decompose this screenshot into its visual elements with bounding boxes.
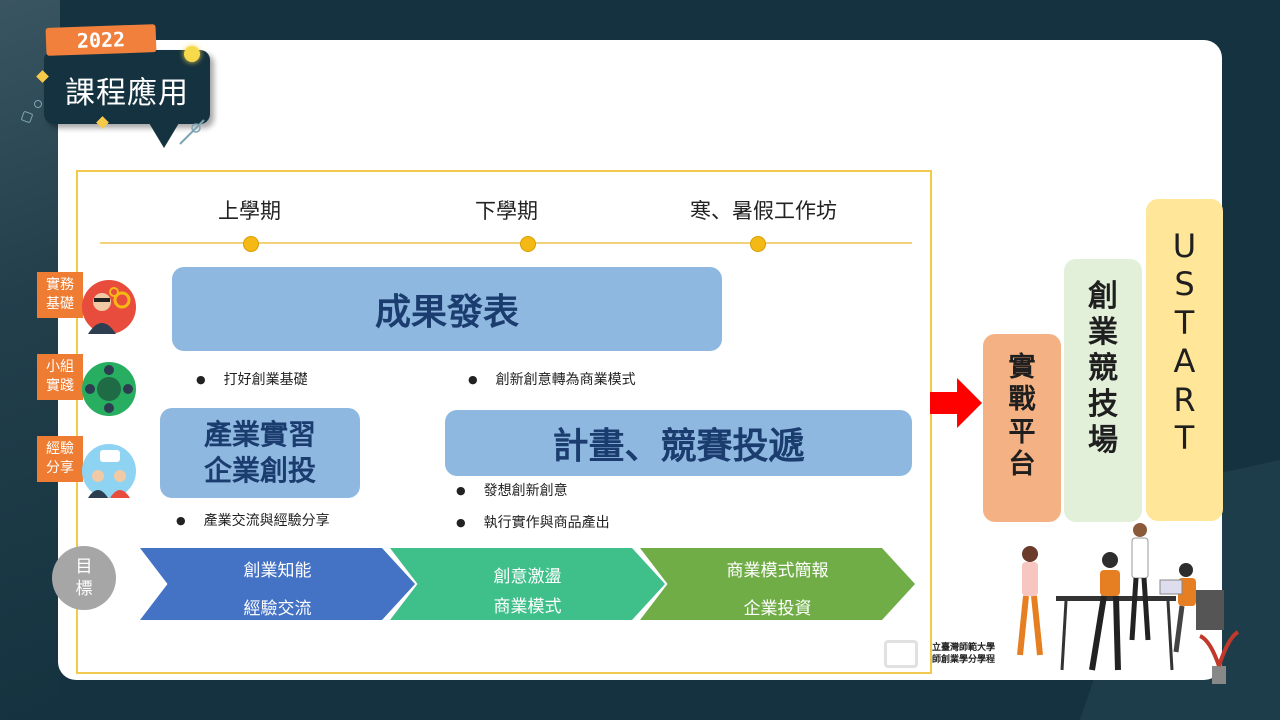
- column-char: 競: [1088, 351, 1118, 386]
- bullet-exchange: 產業交流與經驗分享: [176, 510, 330, 530]
- timeline-dot: [243, 236, 259, 252]
- side-tag-line: 經驗: [46, 441, 74, 457]
- university-logo-icon: [884, 640, 918, 668]
- side-tag-share: 經驗 分享: [37, 436, 83, 482]
- column-char: 業: [1088, 315, 1118, 350]
- university-logo-text: 立臺灣師範大學 師創業學分學程: [932, 642, 995, 666]
- side-tag-line: 基礎: [46, 296, 74, 312]
- column-char: 實: [1008, 352, 1036, 383]
- side-tag-line: 分享: [46, 460, 74, 476]
- content-frame: [76, 170, 932, 674]
- column-char: U: [1172, 227, 1197, 265]
- chevron-line: 創業知能: [243, 561, 312, 581]
- column-char: S: [1174, 265, 1195, 304]
- column-char: 平: [1008, 416, 1036, 448]
- column-char: 技: [1088, 387, 1118, 422]
- people-chat-icon: [82, 444, 136, 498]
- bullet-implementation: 執行實作與商品產出: [456, 512, 610, 532]
- results-box: 成果發表: [172, 267, 722, 351]
- person-gear-icon: [82, 280, 136, 334]
- circle-icon: [34, 100, 42, 108]
- column-arena: 創 業 競 技 場: [1064, 259, 1142, 522]
- chevron-knowledge: 創業知能 經驗交流: [140, 548, 415, 620]
- side-tag-line: 實踐: [46, 378, 74, 394]
- goal-circle: 目 標: [52, 546, 116, 610]
- badge-tail: [146, 118, 182, 148]
- year-ribbon: 2022: [45, 24, 157, 56]
- goal-line: 目: [75, 557, 93, 577]
- side-tag-group: 小組 實踐: [37, 354, 83, 400]
- timeline-line: [100, 242, 912, 244]
- lightbulb-icon: [184, 46, 200, 62]
- team-meeting-icon: [82, 362, 136, 416]
- column-char: A: [1173, 342, 1196, 381]
- internship-box: 產業實習 企業創投: [160, 408, 360, 498]
- timeline-label-semester2: 下學期: [475, 199, 538, 223]
- plan-box: 計畫、競賽投遞: [445, 410, 912, 476]
- column-char: 台: [1008, 449, 1036, 481]
- page-title: 課程應用: [65, 76, 189, 111]
- column-practice-platform: 實 戰 平 台: [983, 334, 1061, 522]
- chevron-line: 經驗交流: [243, 599, 312, 619]
- chevron-ideas: 創意激盪 商業模式: [390, 548, 665, 620]
- venture-label: 企業創投: [203, 454, 316, 487]
- column-ustart: U S T A R T: [1146, 199, 1223, 521]
- pen-icon: [179, 119, 205, 145]
- chevron-line: 商業模式: [493, 597, 562, 617]
- results-label: 成果發表: [374, 292, 519, 333]
- column-char: T: [1174, 418, 1195, 457]
- chevron-line: 企業投資: [743, 599, 812, 619]
- column-char: 創: [1088, 279, 1118, 314]
- side-tag-line: 實務: [46, 277, 74, 293]
- chevron-line: 創意激盪: [493, 567, 562, 587]
- side-tag-line: 小組: [46, 359, 74, 375]
- timeline-label-workshop: 寒、暑假工作坊: [690, 199, 837, 223]
- bullet-foundation: 打好創業基礎: [196, 369, 308, 389]
- column-char: R: [1173, 380, 1196, 419]
- chevron-pitch: 商業模式簡報 企業投資: [640, 548, 915, 620]
- team-illustration: [1017, 523, 1240, 684]
- timeline-label-semester1: 上學期: [218, 199, 281, 223]
- side-tag-practice: 實務 基礎: [37, 272, 83, 318]
- column-char: 戰: [1008, 384, 1036, 416]
- internship-label: 產業實習: [203, 418, 316, 451]
- goal-line: 標: [75, 579, 93, 599]
- column-char: T: [1174, 303, 1195, 342]
- timeline-dot: [520, 236, 536, 252]
- bullet-ideation: 發想創新創意: [456, 480, 568, 500]
- title-badge: 課程應用: [44, 50, 210, 124]
- timeline-dot: [750, 236, 766, 252]
- logo-line: 立臺灣師範大學: [932, 643, 996, 653]
- plan-label: 計畫、競賽投遞: [552, 426, 805, 467]
- column-char: 場: [1088, 423, 1118, 458]
- chevron-line: 商業模式簡報: [726, 561, 829, 581]
- logo-line: 師創業學分學程: [932, 655, 996, 665]
- bullet-business-model: 創新創意轉為商業模式: [468, 369, 636, 389]
